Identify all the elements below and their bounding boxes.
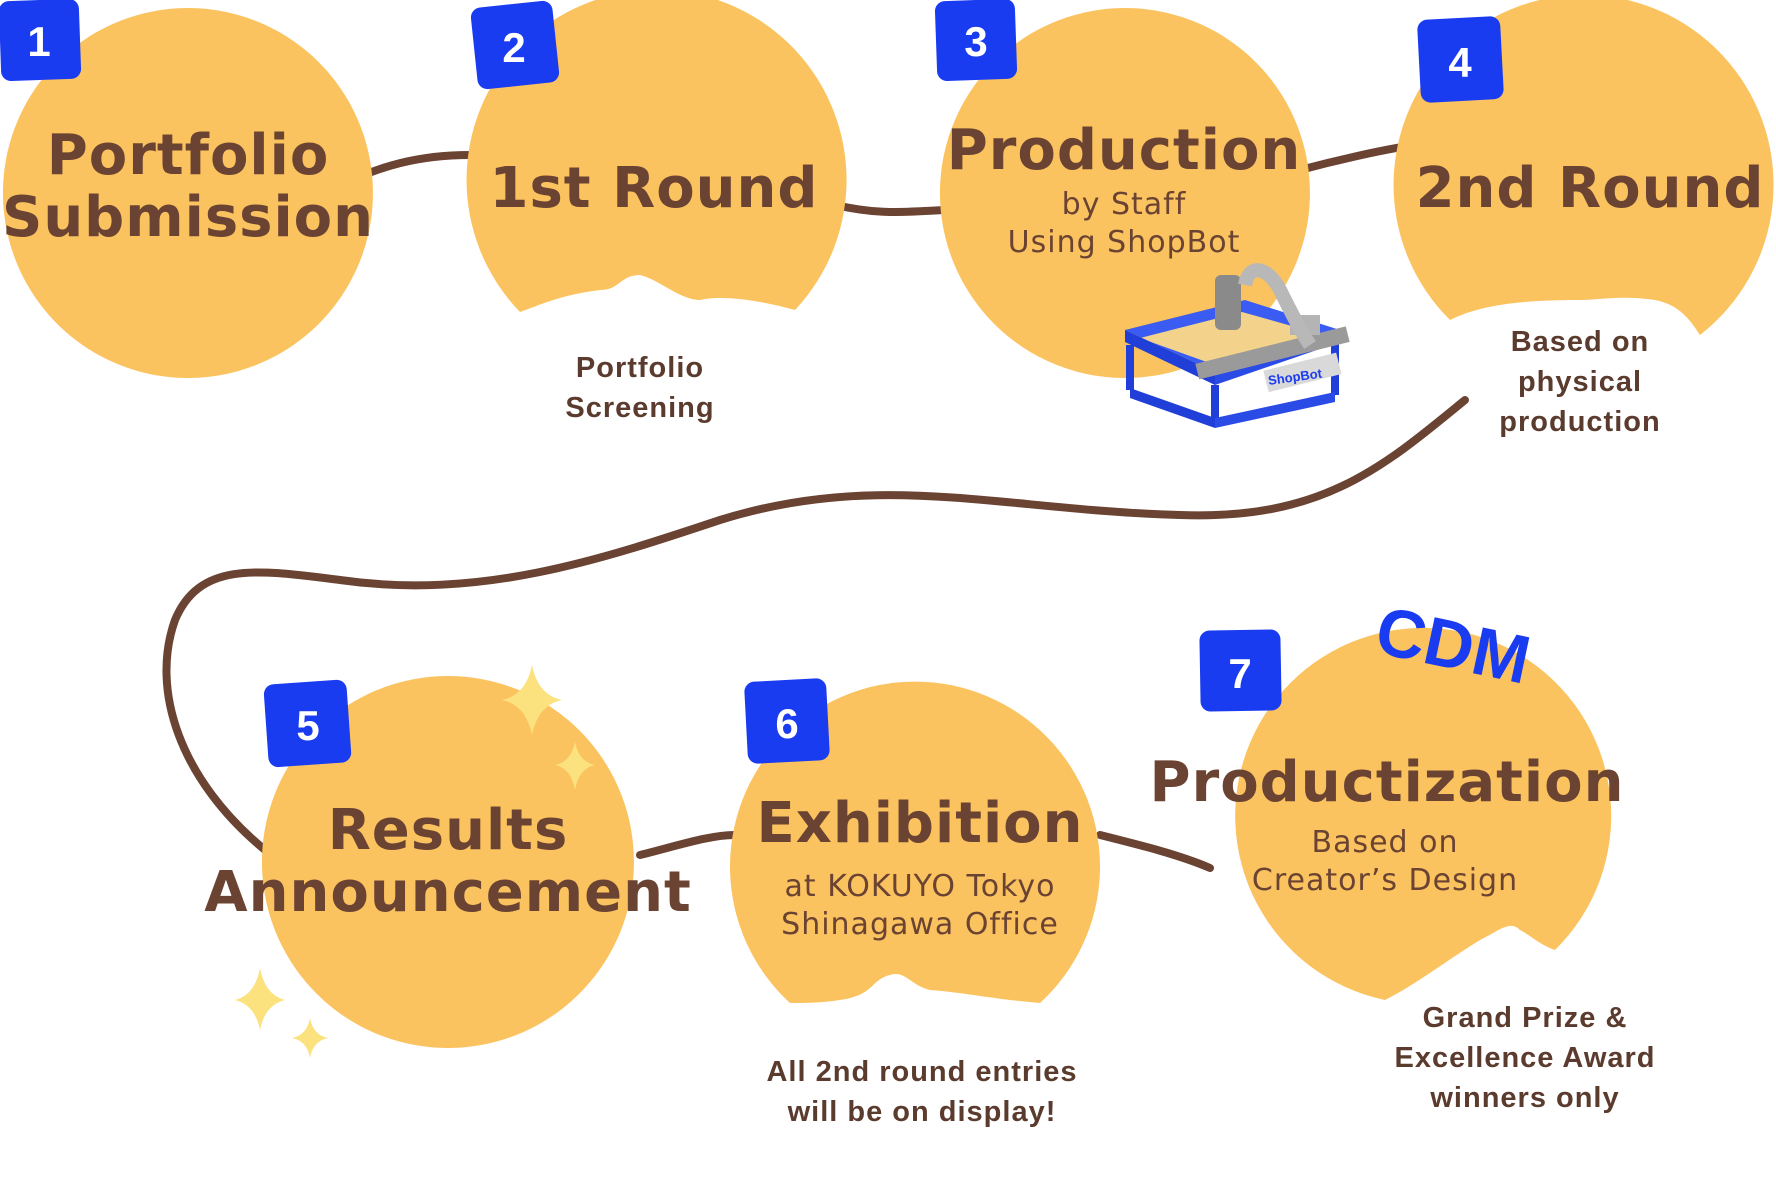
step-3-subtitle-line: by Staff [1061,187,1187,222]
step-2-number: 2 [502,24,525,71]
step-7-subtitle: Based on Creator’s Design [1252,824,1518,900]
step-2-note: Portfolio Screening [565,348,714,428]
step-4-note-line: production [1499,406,1661,438]
step-7-note-line: winners only [1430,1082,1620,1114]
step-2-circle [466,0,847,312]
step-4-title-line: 2nd Round [1415,156,1765,221]
sparkle-icon [292,1018,328,1058]
step-5-title-line: Results [327,798,569,863]
step-2-title-line: 1st Round [489,156,819,221]
step-6-note: All 2nd round entries will be on display… [766,1052,1077,1132]
step-6-subtitle: at KOKUYO Tokyo Shinagawa Office [781,868,1059,944]
step-1-badge: 1 [0,0,82,82]
step-6-subtitle-line: Shinagawa Office [781,907,1059,942]
step-7-note-line: Grand Prize & [1422,1002,1628,1034]
step-3-subtitle-line: Using ShopBot [1007,225,1241,260]
step-3-number: 3 [964,18,987,65]
step-7-circle [1235,627,1612,1000]
step-1-title-line: Portfolio [46,123,330,188]
step-4-note: Based on physical production [1499,322,1660,442]
step-6-circle [730,681,1100,1003]
step-6-badge: 6 [744,678,830,764]
step-1-title: Portfolio Submission [2,125,374,249]
step-5-title-line: Announcement [204,860,692,925]
step-3-title-line: Production [946,118,1302,183]
step-3-subtitle: by Staff Using ShopBot [1008,186,1241,262]
step-5-number: 5 [296,702,319,749]
step-2-badge: 2 [470,0,560,90]
step-4-note-line: physical [1517,366,1643,398]
step-7-number: 7 [1228,650,1251,697]
step-7-title: Productization [1150,752,1625,814]
step-6-number: 6 [775,700,798,747]
cnc-router-icon: ShopBot [1125,263,1350,428]
step-6-title: Exhibition [756,793,1083,855]
step-circles [2,0,1774,1048]
sparkle-icon [235,968,285,1030]
step-5-circle [261,676,634,1048]
step-5-badge: 5 [263,679,352,768]
step-3-badge: 3 [934,0,1018,82]
step-4-title: 2nd Round [1416,158,1765,220]
step-3-title: Production [947,120,1302,182]
step-4-badge: 4 [1417,16,1504,103]
step-7-subtitle-line: Based on [1311,825,1459,860]
step-1-circle [2,8,373,378]
step-7-title-line: Productization [1149,750,1625,815]
step-2-note-line: Screening [565,392,715,424]
step-6-note-line: All 2nd round entries [766,1056,1078,1088]
step-4-number: 4 [1448,39,1472,86]
step-badges: 1 2 3 4 5 6 7 [0,0,1504,768]
sparkles [235,665,595,1058]
step-6-subtitle-line: at KOKUYO Tokyo [784,869,1056,904]
step-7-badge: 7 [1199,629,1282,712]
sparkle-icon [502,665,562,735]
step-2-title: 1st Round [490,158,819,220]
step-7-note-line: Excellence Award [1394,1042,1656,1074]
sparkle-icon [555,742,595,790]
flow-path [162,141,1469,872]
step-7-note: Grand Prize & Excellence Award winners o… [1394,998,1655,1118]
step-7-subtitle-line: Creator’s Design [1251,863,1519,898]
step-2-note-line: Portfolio [575,352,705,384]
step-1-title-line: Submission [1,185,375,250]
step-4-note-line: Based on [1510,326,1650,358]
step-1-number: 1 [27,18,50,65]
step-6-note-line: will be on display! [787,1096,1057,1128]
step-5-title: Results Announcement [204,800,691,924]
step-6-title-line: Exhibition [756,791,1084,856]
